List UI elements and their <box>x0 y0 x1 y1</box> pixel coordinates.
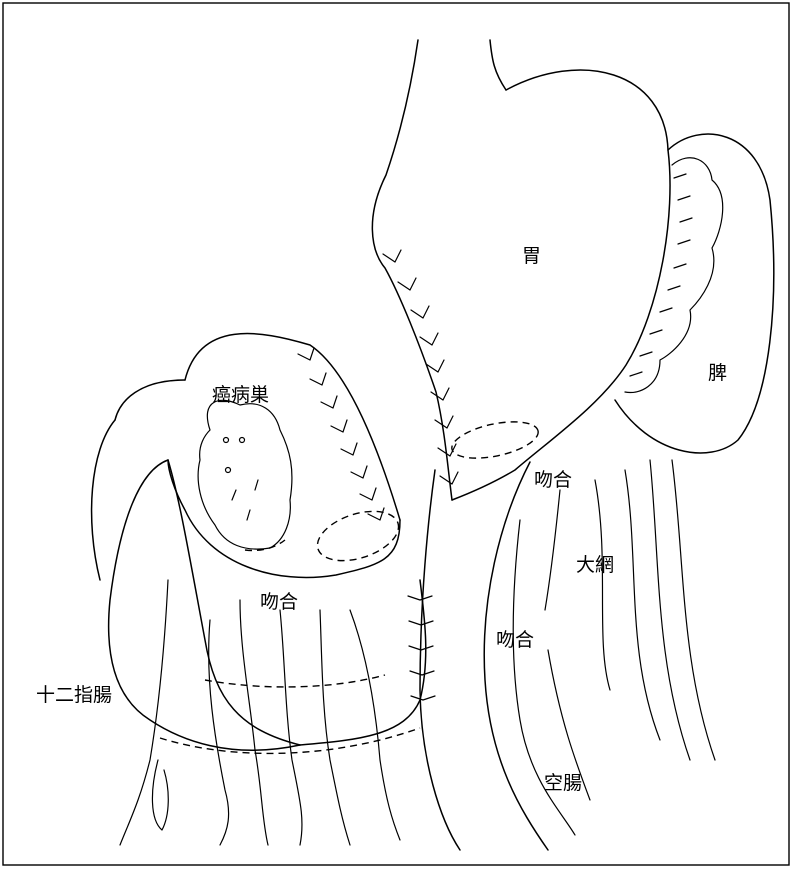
anastomosis-ellipse-lower <box>311 502 404 570</box>
fold-lines <box>120 580 400 845</box>
label-stomach: 胃 <box>522 245 541 267</box>
label-spleen: 脾 <box>708 362 727 384</box>
omentum-lines <box>545 460 715 760</box>
anastomosis-line-middle <box>205 675 385 687</box>
figure-frame <box>3 3 789 865</box>
label-anastomosis-lower: 吻合 <box>496 629 534 651</box>
label-anastomosis-upper: 吻合 <box>534 469 572 491</box>
lesion-outline <box>198 400 292 550</box>
label-omentum: 大網 <box>576 554 614 576</box>
spleen-outline <box>615 134 774 453</box>
anastomosis-ellipse-upper <box>449 415 542 465</box>
label-duodenum: 十二指腸 <box>36 684 112 706</box>
label-jejunum: 空腸 <box>544 772 582 794</box>
staple-line-lesion <box>298 348 384 520</box>
label-lesion: 癌病巣 <box>212 384 269 406</box>
label-anastomosis-center: 吻合 <box>260 591 298 613</box>
stomach-outline <box>372 40 670 500</box>
